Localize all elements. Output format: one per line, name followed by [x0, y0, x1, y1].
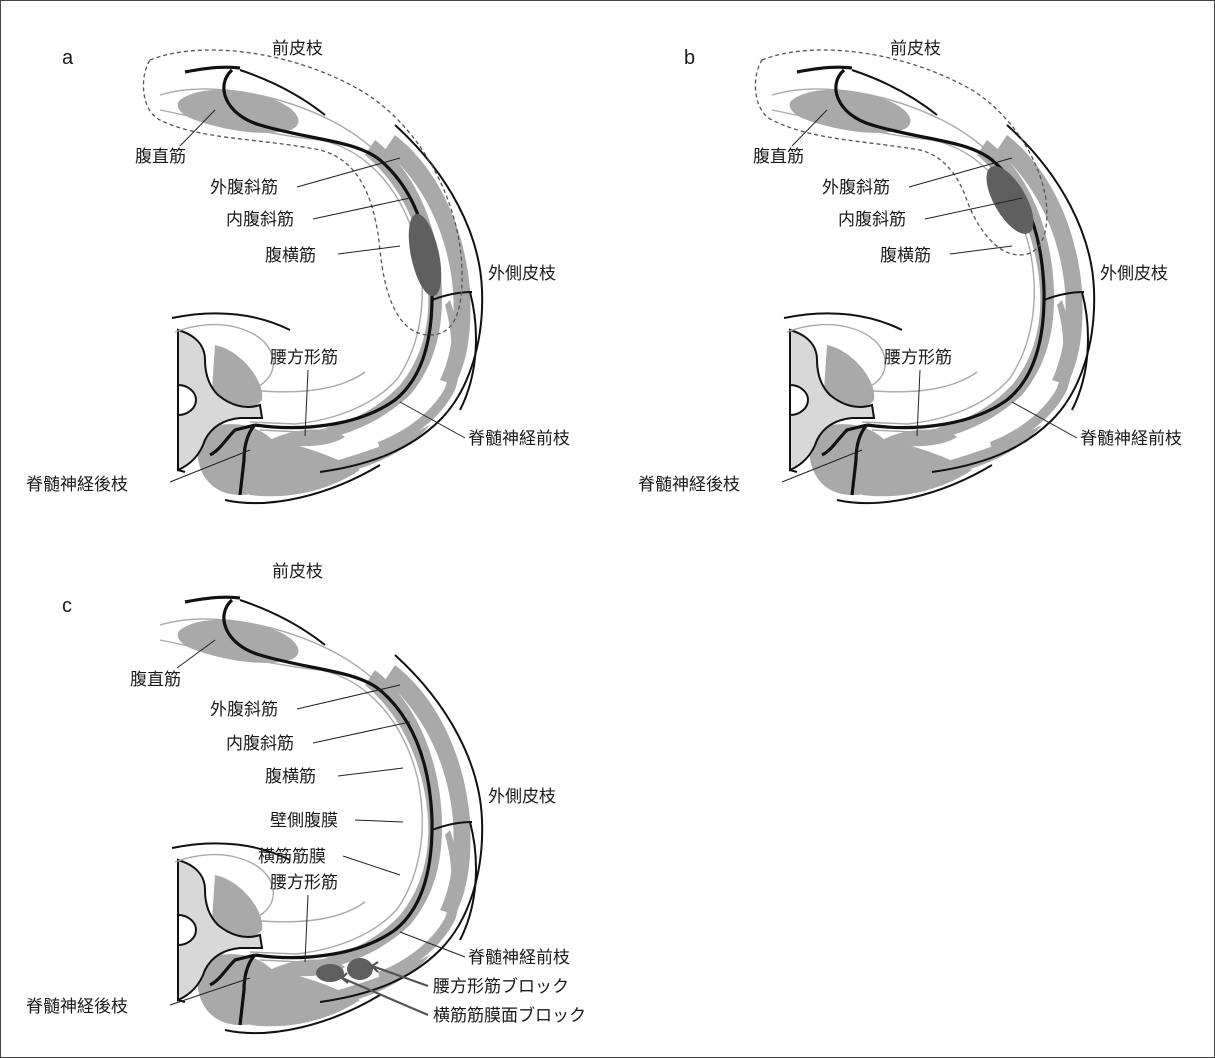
label-tf-block: 横筋筋膜面ブロック	[433, 1005, 586, 1025]
panel-letter-a: a	[62, 47, 74, 69]
label-rectus-abdominis: 腹直筋	[130, 670, 181, 689]
label-transversalis-fascia: 横筋筋膜	[258, 847, 326, 866]
label-quadratus-lumborum: 腰方形筋	[270, 873, 338, 892]
label-anterior-cutaneous: 前皮枝	[272, 562, 323, 581]
label-transversus-abdominis: 腹横筋	[265, 246, 316, 265]
panel-b: b 前皮枝 腹直筋 外腹斜筋 内腹斜筋 腹横筋 外側皮枝 腰方形筋 脊髄神経前枝…	[638, 39, 1182, 503]
label-parietal-peritoneum: 壁側腹膜	[270, 811, 338, 830]
label-lateral-cutaneous: 外側皮枝	[1100, 264, 1168, 283]
label-dorsal-ramus: 脊髄神経後枝	[638, 475, 740, 494]
label-internal-oblique: 内腹斜筋	[226, 210, 294, 229]
label-rectus-abdominis: 腹直筋	[753, 147, 804, 166]
panel-letter-c: c	[62, 595, 72, 617]
ql-block-injectate	[347, 958, 373, 980]
label-ventral-ramus: 脊髄神経前枝	[468, 948, 570, 967]
label-internal-oblique: 内腹斜筋	[838, 210, 906, 229]
label-lateral-cutaneous: 外側皮枝	[488, 787, 556, 806]
panel-letter-b: b	[684, 47, 695, 69]
label-ventral-ramus: 脊髄神経前枝	[1080, 429, 1182, 448]
label-ql-block: 腰方形筋ブロック	[433, 976, 569, 996]
label-dorsal-ramus: 脊髄神経後枝	[26, 475, 128, 494]
label-ventral-ramus: 脊髄神経前枝	[468, 429, 570, 448]
label-external-oblique: 外腹斜筋	[822, 178, 890, 197]
label-internal-oblique: 内腹斜筋	[226, 734, 294, 753]
label-quadratus-lumborum: 腰方形筋	[270, 348, 338, 367]
panel-c: c 前皮枝 腹直筋 外腹斜筋 内腹斜筋 腹横筋 壁側腹膜 横筋筋膜 外側皮枝 腰…	[26, 562, 586, 1033]
panel-a: a 前皮枝 腹直筋 外腹斜筋 内腹斜筋 腹横筋 外側皮枝 腰方形筋 脊髄神経前枝…	[26, 39, 570, 503]
label-lateral-cutaneous: 外側皮枝	[488, 264, 556, 283]
label-rectus-abdominis: 腹直筋	[135, 147, 186, 166]
label-dorsal-ramus: 脊髄神経後枝	[26, 997, 128, 1016]
label-quadratus-lumborum: 腰方形筋	[884, 348, 952, 367]
label-transversus-abdominis: 腹横筋	[265, 767, 316, 786]
tf-block-injectate	[316, 964, 344, 982]
label-anterior-cutaneous: 前皮枝	[890, 39, 941, 58]
label-transversus-abdominis: 腹横筋	[880, 246, 931, 265]
label-external-oblique: 外腹斜筋	[210, 178, 278, 197]
label-external-oblique: 外腹斜筋	[210, 700, 278, 719]
label-anterior-cutaneous: 前皮枝	[272, 39, 323, 58]
